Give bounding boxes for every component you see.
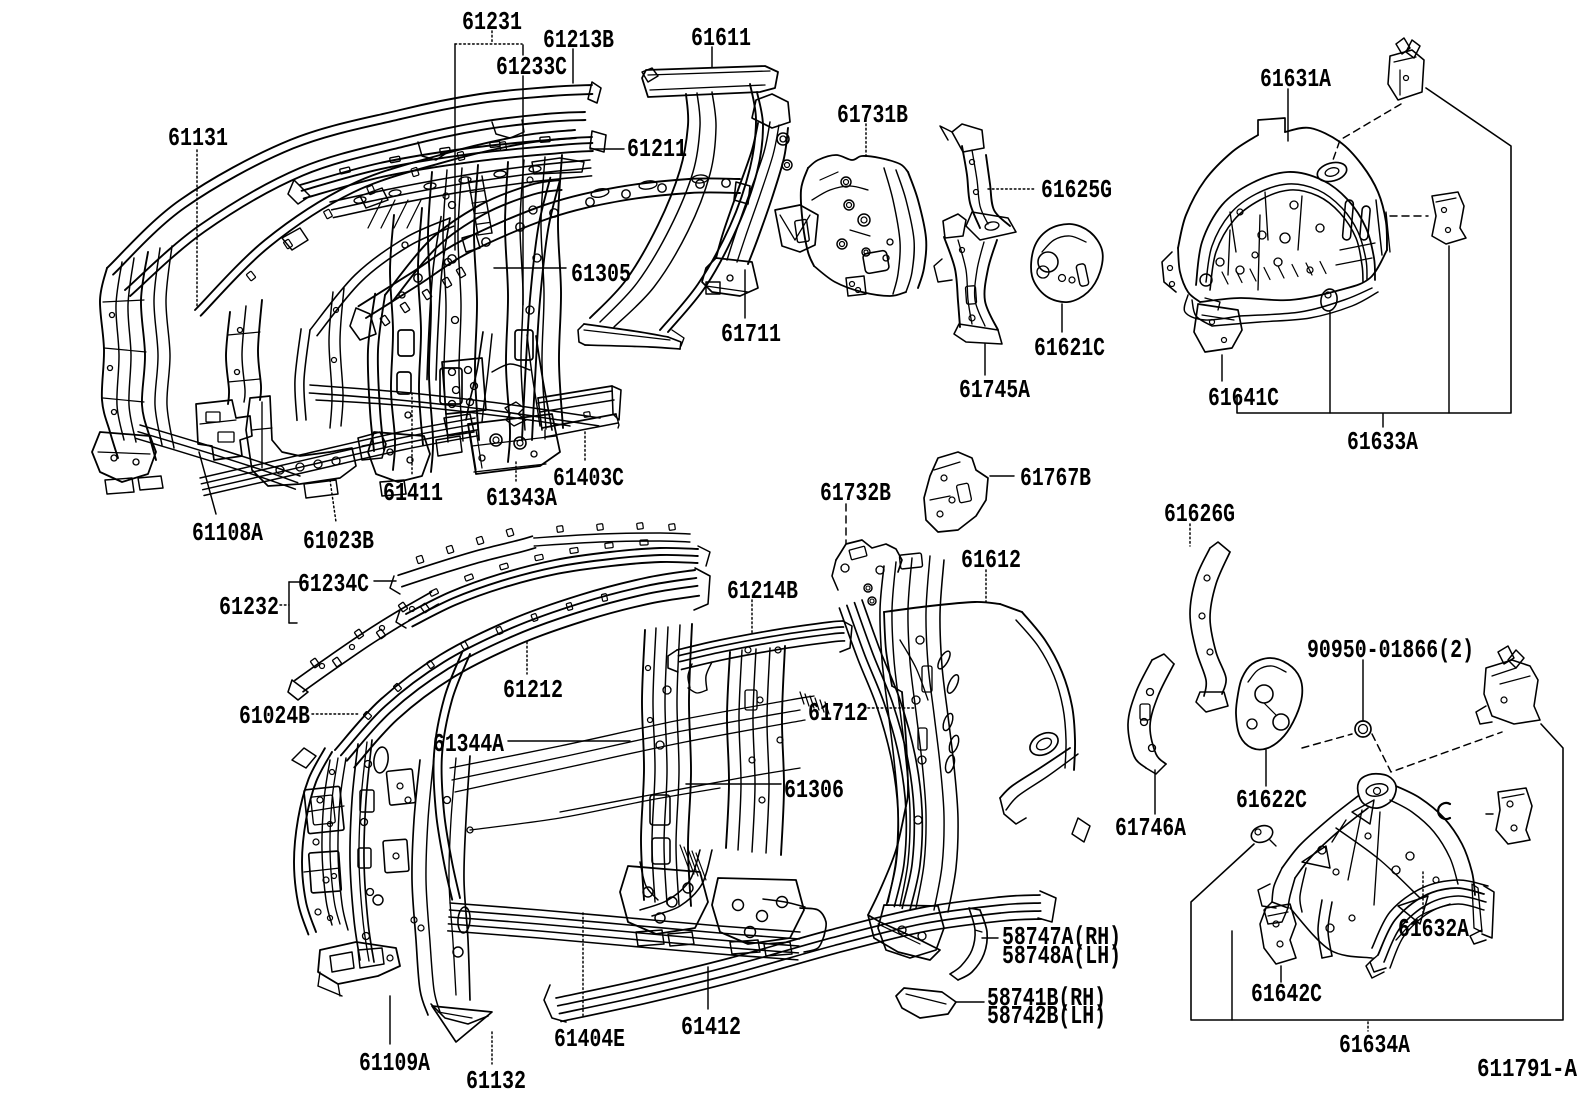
svg-text:61634A: 61634A — [1339, 1030, 1410, 1060]
svg-text:61767B: 61767B — [1020, 463, 1091, 493]
svg-text:58747A(RH): 58747A(RH) — [1002, 922, 1121, 952]
svg-text:61412: 61412 — [681, 1012, 741, 1042]
svg-text:61633A: 61633A — [1347, 427, 1418, 457]
svg-text:61212: 61212 — [503, 675, 563, 705]
svg-text:61626G: 61626G — [1164, 499, 1235, 529]
svg-text:58741B(RH): 58741B(RH) — [987, 983, 1106, 1013]
svg-text:61108A: 61108A — [192, 518, 263, 548]
svg-text:58742B(LH): 58742B(LH) — [987, 1001, 1106, 1031]
svg-text:61109A: 61109A — [359, 1048, 430, 1078]
svg-text:61611: 61611 — [691, 23, 751, 53]
svg-text:61214B: 61214B — [727, 576, 798, 606]
svg-text:61631A: 61631A — [1260, 64, 1331, 94]
svg-text:61343A: 61343A — [486, 483, 557, 513]
svg-text:61712: 61712 — [808, 698, 868, 728]
svg-text:61732B: 61732B — [820, 478, 891, 508]
svg-text:61612: 61612 — [961, 545, 1021, 575]
svg-text:61024B: 61024B — [239, 701, 310, 731]
svg-text:61746A: 61746A — [1115, 813, 1186, 843]
svg-text:61232: 61232 — [219, 592, 279, 622]
svg-text:61234C: 61234C — [298, 569, 369, 599]
svg-text:61731B: 61731B — [837, 100, 908, 130]
svg-text:61023B: 61023B — [303, 526, 374, 556]
svg-text:61306: 61306 — [784, 775, 844, 805]
svg-text:61625G: 61625G — [1041, 175, 1112, 205]
svg-text:61622C: 61622C — [1236, 785, 1307, 815]
svg-text:61132: 61132 — [466, 1066, 526, 1096]
svg-text:61641C: 61641C — [1208, 383, 1279, 413]
svg-text:61621C: 61621C — [1034, 333, 1105, 363]
svg-text:61711: 61711 — [721, 319, 781, 349]
svg-text:61642C: 61642C — [1251, 979, 1322, 1009]
svg-text:61213B: 61213B — [543, 25, 614, 55]
svg-text:58748A(LH): 58748A(LH) — [1002, 941, 1121, 971]
svg-text:61211: 61211 — [627, 134, 687, 164]
svg-text:61411: 61411 — [383, 478, 443, 508]
svg-text:61745A: 61745A — [959, 375, 1030, 405]
svg-text:61231: 61231 — [462, 7, 522, 37]
svg-text:611791-A: 611791-A — [1477, 1054, 1577, 1084]
svg-text:61305: 61305 — [571, 259, 631, 289]
svg-text:61344A: 61344A — [433, 729, 504, 759]
svg-text:61131: 61131 — [168, 123, 228, 153]
svg-text:61233C: 61233C — [496, 52, 567, 82]
svg-text:61403C: 61403C — [553, 463, 624, 493]
svg-text:90950-01866(2): 90950-01866(2) — [1307, 635, 1474, 665]
svg-text:61404E: 61404E — [554, 1024, 625, 1054]
svg-text:61632A: 61632A — [1398, 914, 1469, 944]
